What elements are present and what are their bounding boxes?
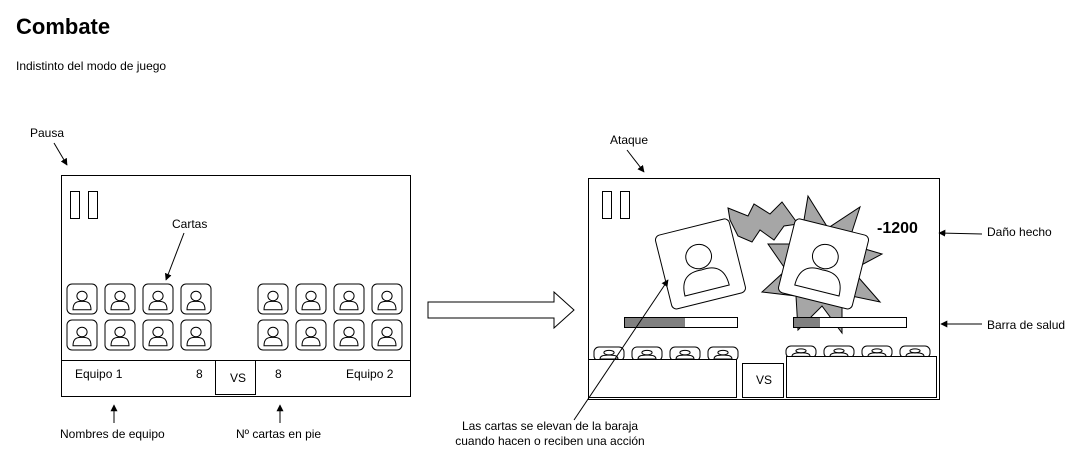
card-icon: [104, 283, 136, 315]
cards-rise-annotation-line2: cuando hacen o reciben una acción: [455, 434, 645, 448]
card-icon: [180, 283, 212, 315]
vs-box-attack: [742, 363, 784, 398]
vs-label-attack: VS: [756, 373, 773, 387]
card-icon: [295, 283, 327, 315]
team2-name: Equipo 2: [346, 367, 394, 381]
card-icon: [333, 319, 365, 351]
card-icon: [180, 319, 212, 351]
page-title: Combate: [16, 14, 111, 39]
card-icon: [257, 283, 289, 315]
team1-card-count: 8: [196, 367, 203, 381]
right-card-health-bar: [793, 317, 907, 328]
attacking-card-right: [778, 218, 870, 310]
card-icon: [654, 218, 746, 310]
team1-panel: [588, 359, 737, 398]
damage-arrow: [938, 229, 983, 237]
card-icon: [66, 283, 98, 315]
card-icon: [371, 283, 403, 315]
card-icon: [371, 319, 403, 351]
page-subtitle: Indistinto del modo de juego: [16, 59, 167, 73]
card-icon: [823, 345, 855, 359]
left-card-health-bar: [624, 317, 738, 328]
health-bar-annotation: Barra de salud: [987, 318, 1066, 332]
card-icon: [66, 319, 98, 351]
card-icon: [142, 319, 174, 351]
vs-label: VS: [230, 371, 247, 385]
team2-panel: [786, 356, 937, 398]
team-names-annotation: Nombres de equipo: [60, 427, 165, 441]
impact-bolt-icon: [727, 201, 799, 243]
cards-rise-annotation-line1: Las cartas se elevan de la baraja: [461, 419, 639, 433]
card-icon: [778, 218, 870, 310]
card-icon: [257, 319, 289, 351]
right-card-health-fill: [794, 318, 820, 327]
attack-arrow: [626, 149, 645, 173]
card-icon: [669, 346, 701, 362]
damage-value: -1200: [877, 220, 918, 237]
left-card-health-fill: [625, 318, 686, 327]
cards-annotation: Cartas: [172, 217, 208, 231]
team2-card-count: 8: [275, 367, 282, 381]
card-icon: [104, 319, 136, 351]
pause-arrow: [53, 142, 68, 166]
card-icon: [785, 345, 817, 359]
cards-arrow: [164, 232, 185, 281]
card-icon: [899, 345, 931, 359]
team1-name: Equipo 1: [75, 367, 123, 381]
card-icon: [861, 345, 893, 359]
vs-box: [215, 360, 256, 395]
card-icon: [631, 346, 663, 362]
attacking-card-left: [654, 218, 746, 310]
cards-rise-arrow: [573, 279, 669, 421]
card-icon: [142, 283, 174, 315]
cards-standing-annotation: Nº cartas en pie: [236, 427, 322, 441]
card-icon: [295, 319, 327, 351]
transition-arrow: [427, 290, 575, 330]
attack-annotation: Ataque: [610, 133, 649, 147]
card-icon: [707, 346, 739, 362]
pause-annotation: Pausa: [30, 126, 65, 140]
damage-annotation: Daño hecho: [987, 225, 1052, 239]
card-icon: [333, 283, 365, 315]
